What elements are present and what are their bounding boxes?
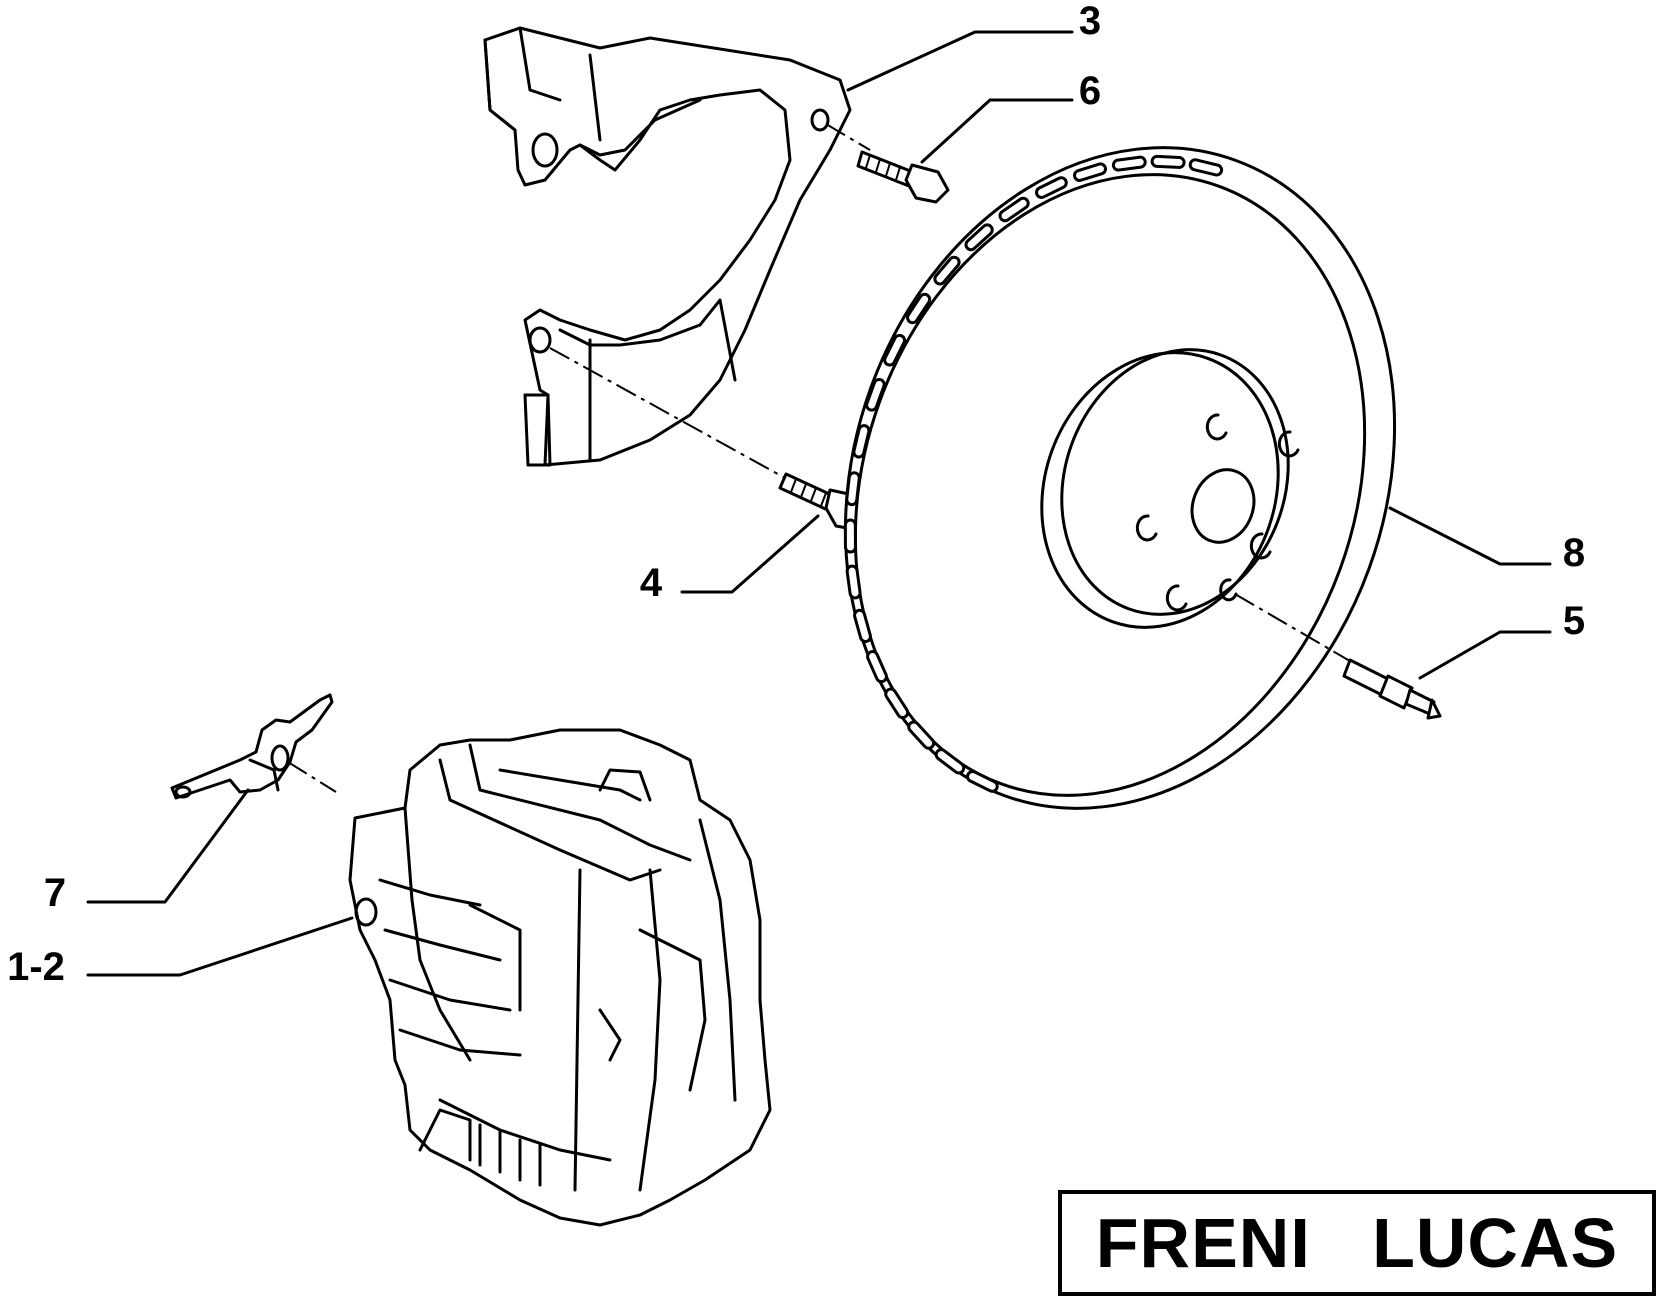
vent-slot [845,471,861,507]
leader-lines [86,30,1552,977]
callout-5: 5 [1563,599,1585,643]
callout-3: 3 [1079,0,1101,43]
brake-disc [843,146,1397,810]
callout-7: 7 [44,871,66,915]
title-box: FRENI LUCAS [1058,1190,1656,1296]
vent-slot [907,720,936,750]
shield-bolt [825,123,950,204]
vent-slot [883,333,907,367]
callout-6: 6 [1079,69,1101,113]
diagram-title: FRENI LUCAS [1095,1204,1619,1282]
vent-slot [1072,162,1108,182]
disc-locating-pin [1234,593,1442,720]
vent-slot [906,292,932,325]
vent-slot [853,608,872,643]
pad-wear-sensor-bracket [170,693,337,800]
leader-3 [846,30,1074,92]
vent-slot [933,255,961,286]
vent-slot [1111,155,1147,172]
leader-5 [1418,630,1552,680]
vent-slot [1035,176,1068,199]
disc-vent-slots [843,154,1224,793]
callout-8: 8 [1563,531,1585,575]
leader-6 [920,98,1074,164]
vent-slot [884,687,910,720]
leader-4 [680,514,820,594]
vent-slot [852,424,871,459]
vent-slot [865,377,886,412]
vent-slot [934,748,966,775]
vent-slot [964,223,994,252]
vent-slot [998,196,1030,223]
vent-slot [1188,158,1224,177]
brake-dust-shield [483,26,852,467]
vent-slot [843,518,857,554]
leader-8 [1388,506,1552,566]
vent-slot [1150,154,1186,169]
callout-1-2: 1-2 [7,945,65,989]
leader-7 [86,788,250,904]
brake-caliper [348,728,772,1227]
vent-slot [966,770,999,793]
callout-4: 4 [640,561,663,605]
vent-slot [866,650,888,684]
leader-1-2 [86,916,354,977]
vent-slot [845,564,862,600]
